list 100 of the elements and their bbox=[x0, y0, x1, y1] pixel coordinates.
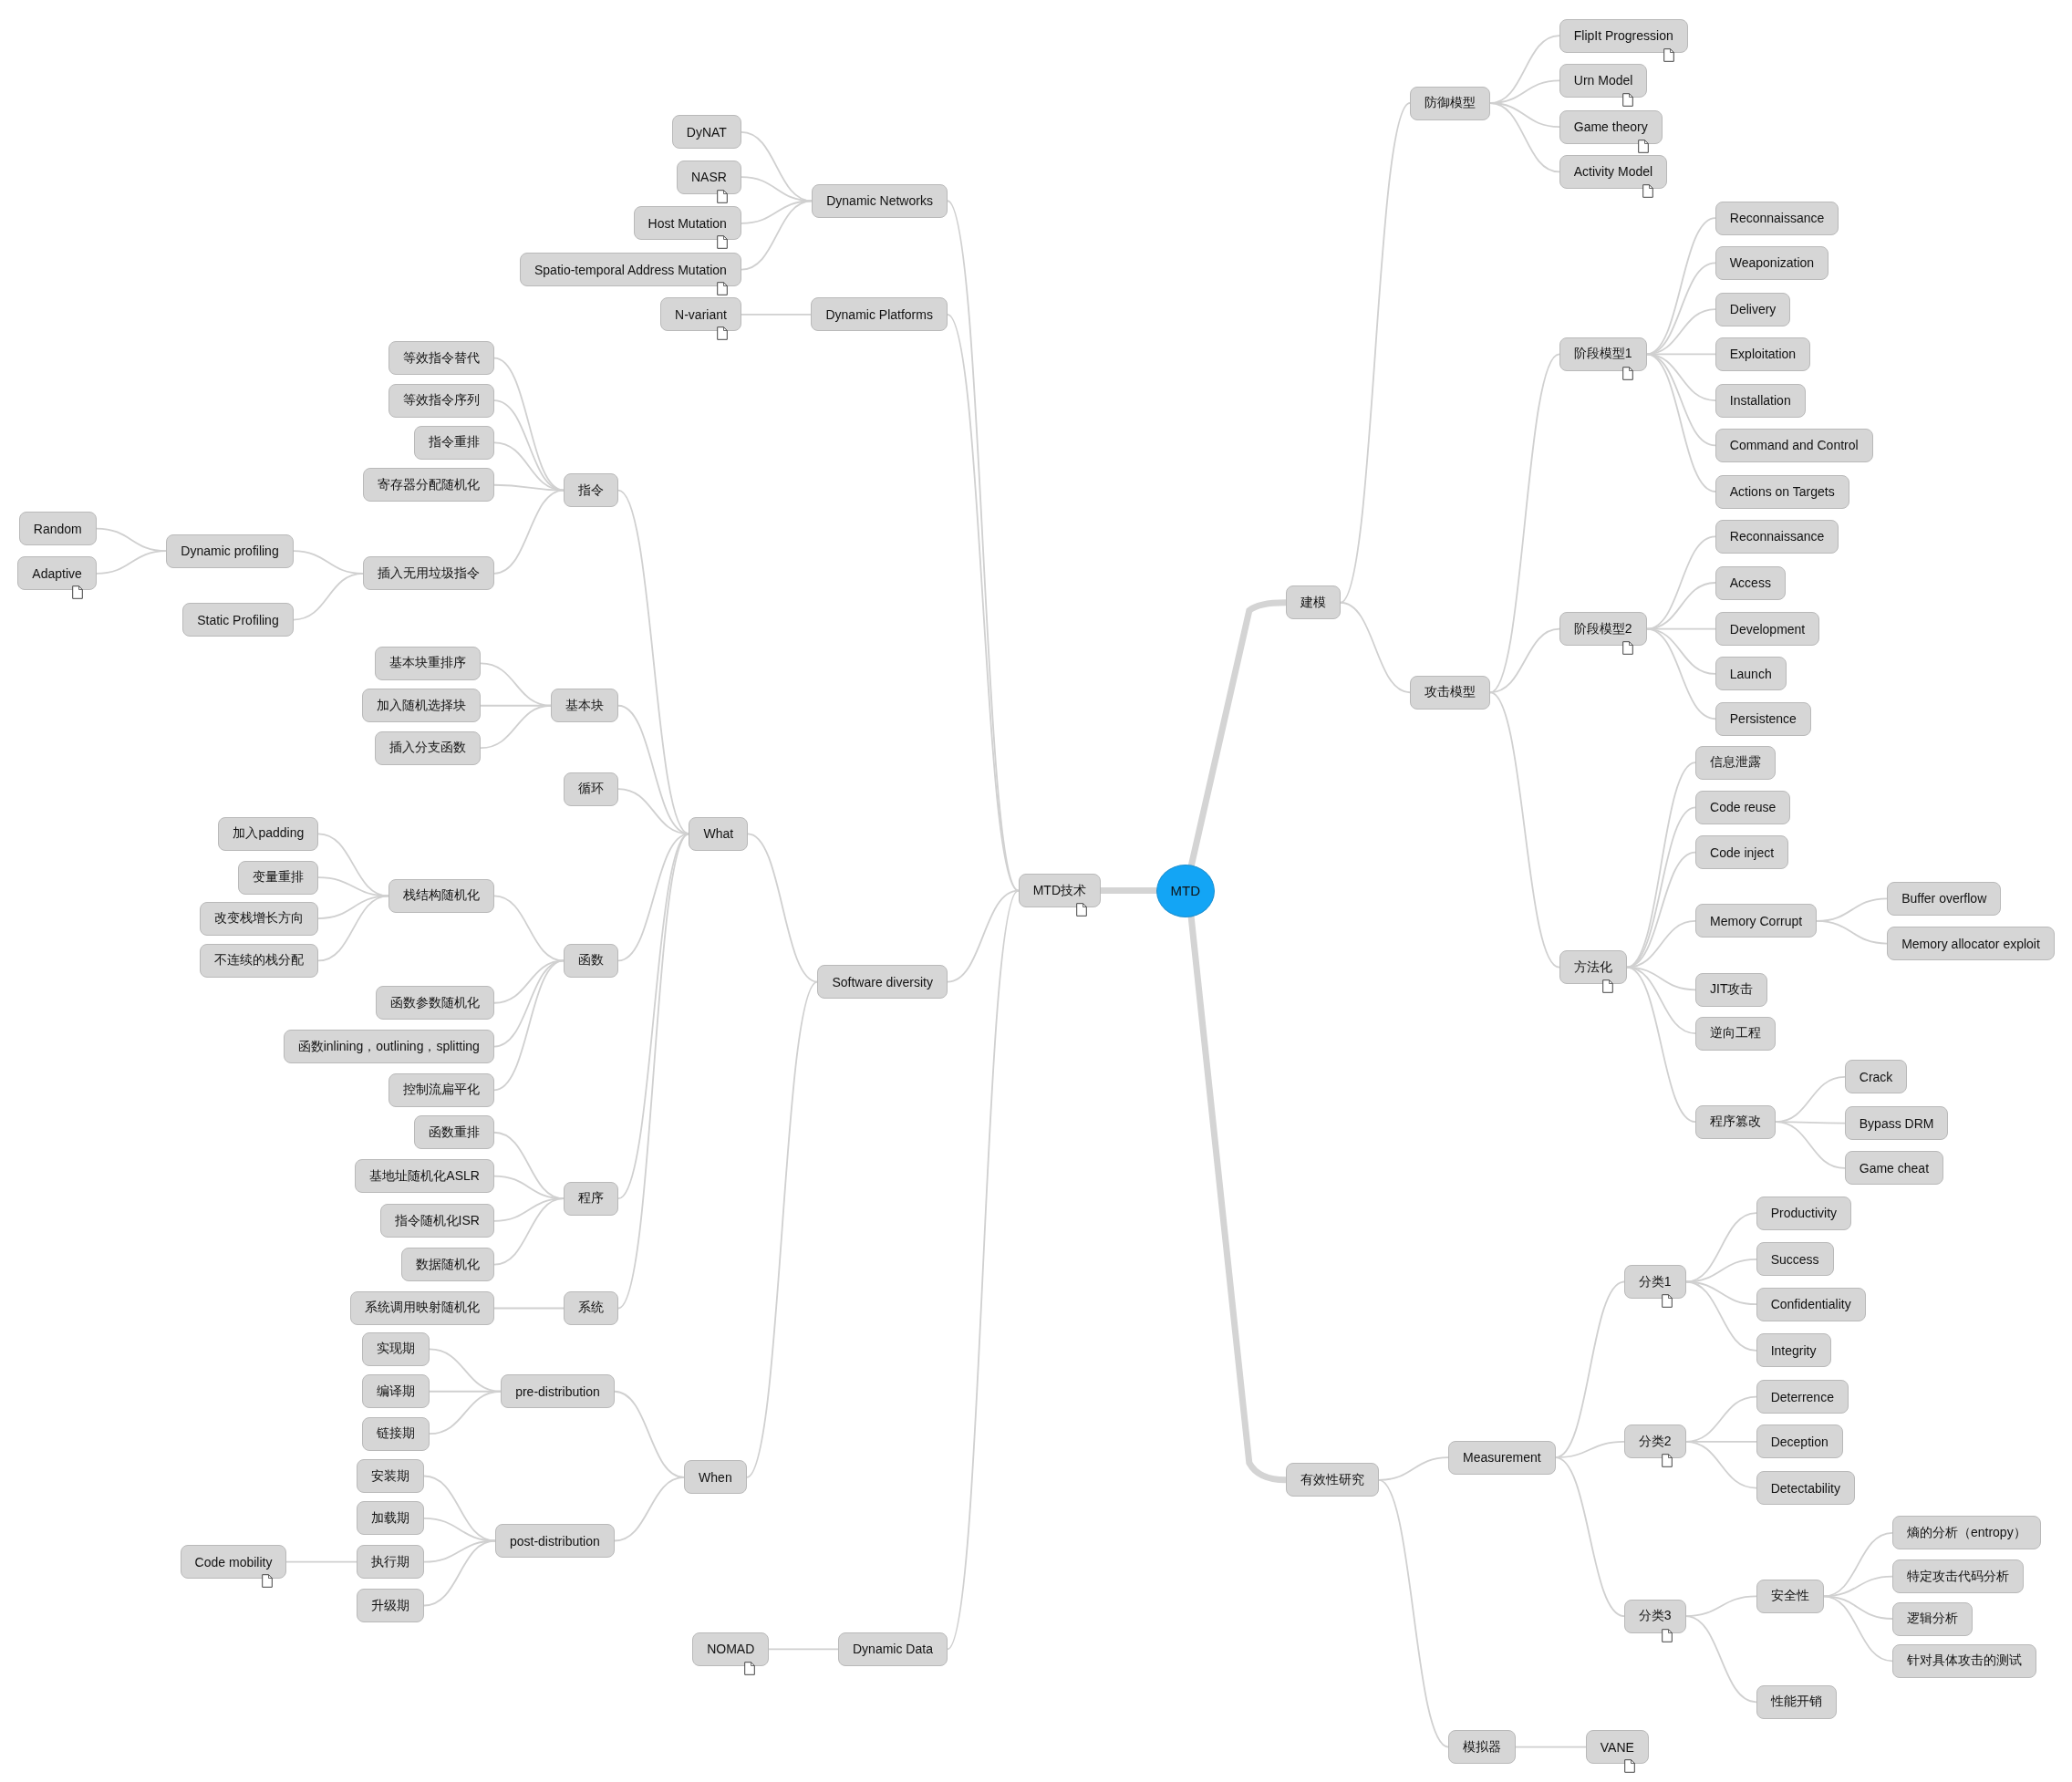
topic-box bbox=[357, 1589, 425, 1622]
topic-box bbox=[1756, 1196, 1852, 1230]
topic-box bbox=[361, 1416, 430, 1451]
topic-text: 执行期 bbox=[371, 1553, 410, 1570]
topic-box bbox=[1756, 1380, 1849, 1414]
branch-line bbox=[741, 200, 813, 224]
topic-text: 逆向工程 bbox=[1710, 1025, 1762, 1042]
topic-text: Command and Control bbox=[1729, 438, 1859, 453]
topic-text: Static Profiling bbox=[197, 612, 279, 627]
topic-text: 系统 bbox=[578, 1300, 605, 1317]
topic-box bbox=[361, 1331, 430, 1366]
topic-box bbox=[1887, 927, 2055, 961]
branch-line bbox=[1489, 691, 1560, 969]
topic-box bbox=[357, 1545, 425, 1580]
branch-line bbox=[741, 200, 813, 271]
topic-box bbox=[812, 183, 948, 218]
topic-text: 指令重排 bbox=[428, 434, 480, 451]
topic-text: 方法化 bbox=[1573, 958, 1612, 976]
topic-box bbox=[375, 986, 494, 1021]
topic-text: 插入无用垃圾指令 bbox=[377, 565, 480, 582]
topic-text: 阶段模型1 bbox=[1573, 346, 1632, 363]
topic-box bbox=[1695, 1104, 1777, 1139]
topic-text: Host Mutation bbox=[648, 215, 727, 231]
topic-text: 安装期 bbox=[371, 1467, 410, 1485]
topic-text: Code inject bbox=[1710, 844, 1775, 860]
topic-text: 建模 bbox=[1300, 594, 1326, 611]
topic-box bbox=[1756, 1333, 1831, 1368]
topic-box bbox=[1844, 1151, 1944, 1186]
topic-box bbox=[1695, 745, 1777, 780]
topic-text: 不连续的栈分配 bbox=[214, 952, 305, 969]
branch-line bbox=[745, 980, 819, 1478]
topic-text: 逻辑分析 bbox=[1906, 1611, 1958, 1627]
branch-line bbox=[423, 1475, 496, 1542]
topic-text: 链接期 bbox=[376, 1425, 415, 1443]
topic-box bbox=[1756, 1471, 1855, 1506]
branch-line bbox=[493, 895, 565, 962]
topic-box bbox=[551, 689, 619, 723]
topic-text: 加载期 bbox=[371, 1509, 410, 1527]
topic-text: Game theory bbox=[1573, 119, 1648, 135]
topic-box bbox=[1695, 904, 1818, 938]
topic-text: 等效指令替代 bbox=[402, 349, 480, 367]
topic-text: 函数参数随机化 bbox=[389, 994, 480, 1011]
topic-box bbox=[1756, 1684, 1837, 1719]
topic-text: 实现期 bbox=[376, 1341, 415, 1358]
topic-box bbox=[1715, 657, 1787, 691]
topic-box bbox=[1715, 337, 1811, 371]
branch-line bbox=[768, 1648, 839, 1651]
topic-text: 性能开销 bbox=[1770, 1694, 1822, 1711]
topic-box bbox=[564, 943, 619, 978]
topic-text: 熵的分析（entropy） bbox=[1906, 1524, 2026, 1541]
topic-text: 指令随机化ISR bbox=[394, 1212, 480, 1229]
topic-box bbox=[362, 468, 494, 502]
topic-text: 安全性 bbox=[1770, 1588, 1809, 1605]
topic-box bbox=[1448, 1440, 1556, 1475]
topic-box bbox=[375, 646, 482, 680]
topic-text: 函数 bbox=[578, 952, 605, 969]
topic-text: Weaponization bbox=[1729, 255, 1815, 271]
topic-text: 数据随机化 bbox=[415, 1256, 480, 1273]
topic-box bbox=[238, 860, 319, 895]
topic-text: Memory Corrupt bbox=[1710, 913, 1803, 928]
topic-box bbox=[1715, 428, 1873, 462]
topic-box bbox=[1715, 474, 1849, 509]
topic-text: What bbox=[703, 826, 734, 842]
topic-text: 模拟器 bbox=[1463, 1738, 1502, 1756]
topic-text: DyNAT bbox=[686, 124, 727, 140]
topic-box bbox=[689, 816, 749, 851]
topic-text: Installation bbox=[1729, 393, 1791, 409]
topic-box bbox=[1448, 1730, 1517, 1765]
topic-text: Random bbox=[33, 521, 82, 536]
topic-text: 程序 bbox=[578, 1190, 605, 1207]
topic-text: 有效性研究 bbox=[1300, 1471, 1364, 1488]
topic-box bbox=[1715, 201, 1839, 235]
topic-box bbox=[218, 816, 319, 851]
topic-text: NOMAD bbox=[707, 1642, 755, 1657]
topic-box bbox=[355, 1159, 494, 1194]
topic-text: 阶段模型2 bbox=[1573, 620, 1632, 637]
topic-box bbox=[671, 115, 741, 150]
topic-text: MTD技术 bbox=[1032, 882, 1086, 899]
topic-box bbox=[200, 943, 319, 978]
topic-text: MTD bbox=[1170, 883, 1200, 899]
branch-line bbox=[1515, 1746, 1587, 1748]
topic-text: Code reuse bbox=[1710, 800, 1777, 815]
branch-line bbox=[493, 1197, 565, 1266]
topic-text: 针对具体攻击的测试 bbox=[1906, 1652, 2022, 1670]
topic-text: Reconnaissance bbox=[1729, 529, 1825, 544]
topic-text: 特定攻击代码分析 bbox=[1906, 1568, 2009, 1585]
topic-box bbox=[501, 1374, 615, 1409]
topic-text: pre-distribution bbox=[515, 1383, 600, 1399]
branch-line bbox=[613, 1476, 685, 1542]
topic-text: 函数重排 bbox=[428, 1124, 480, 1141]
topic-box bbox=[1715, 245, 1829, 280]
topic-box bbox=[564, 1181, 619, 1216]
topic-box bbox=[375, 730, 482, 765]
topic-text: Spatio-temporal Address Mutation bbox=[534, 262, 727, 277]
topic-box bbox=[166, 534, 294, 568]
topic-text: 寄存器分配随机化 bbox=[377, 476, 480, 493]
topic-text: 栈结构随机化 bbox=[402, 887, 480, 905]
topic-text: Reconnaissance bbox=[1729, 211, 1825, 226]
topic-box bbox=[564, 1291, 619, 1325]
topic-box bbox=[564, 772, 619, 806]
